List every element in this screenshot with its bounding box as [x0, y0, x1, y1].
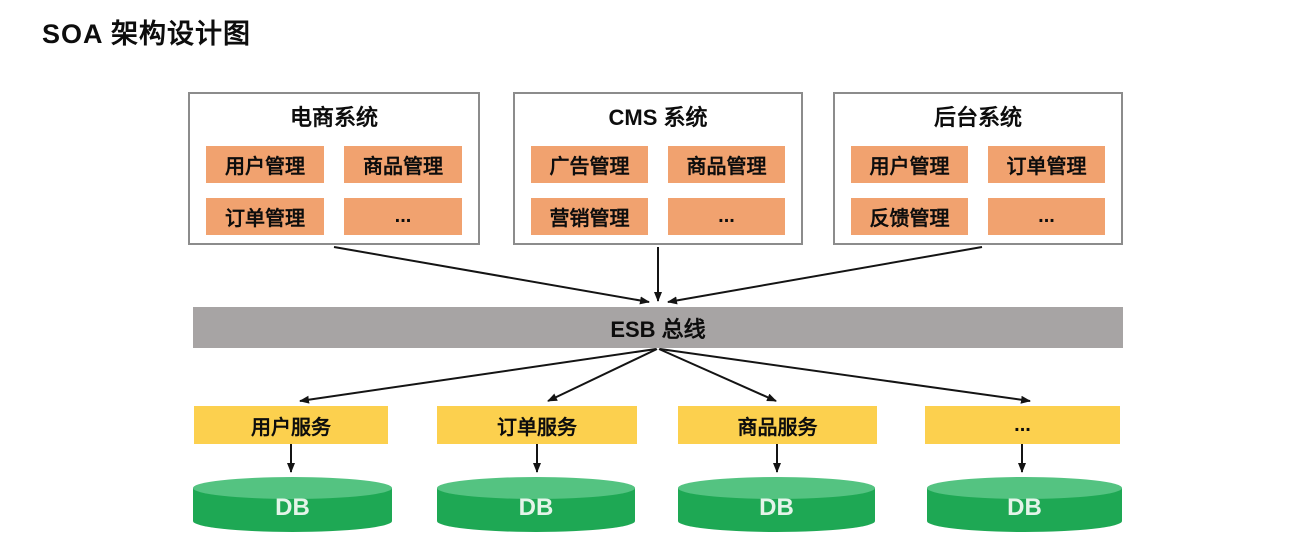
db-cylinder: DB [678, 477, 875, 534]
module-cell: 广告管理 [531, 146, 648, 183]
db-cylinder: DB [927, 477, 1122, 534]
arrow-esb-to-product-service [658, 348, 777, 402]
module-cell: 订单管理 [206, 198, 324, 235]
module-cell: 用户管理 [206, 146, 324, 183]
module-cell: 用户管理 [851, 146, 968, 183]
db-label: DB [275, 494, 310, 521]
module-grid: 用户管理 商品管理 订单管理 ... [206, 146, 462, 235]
system-box-cms: CMS 系统 广告管理 商品管理 营销管理 ... [513, 92, 803, 245]
db-label: DB [1007, 494, 1042, 521]
arrow-backend-to-esb [667, 246, 983, 305]
arrow-esb-to-order-service [547, 348, 658, 402]
module-cell: ... [344, 198, 462, 235]
module-cell: 营销管理 [531, 198, 648, 235]
module-cell: 商品管理 [344, 146, 462, 183]
service-box-more: ... [925, 406, 1120, 444]
service-box-product: 商品服务 [678, 406, 877, 444]
arrow-esb-to-user-service [299, 348, 657, 404]
db-cylinder-top [927, 477, 1122, 499]
db-cylinder: DB [437, 477, 635, 534]
db-cylinder-top [193, 477, 392, 499]
db-cylinder-top [437, 477, 635, 499]
system-title: CMS 系统 [608, 105, 708, 130]
service-box-order: 订单服务 [437, 406, 637, 444]
arrow-ecommerce-to-esb [333, 246, 650, 305]
module-cell: ... [668, 198, 785, 235]
module-grid: 用户管理 订单管理 反馈管理 ... [851, 146, 1105, 235]
db-label: DB [518, 494, 554, 521]
system-box-backend: 后台系统 用户管理 订单管理 反馈管理 ... [833, 92, 1123, 245]
module-cell: 商品管理 [668, 146, 785, 183]
system-title: 电商系统 [289, 105, 378, 130]
arrow-esb-to-more-service [659, 348, 1031, 404]
esb-bus-label: ESB 总线 [610, 316, 706, 342]
esb-bus: ESB 总线 [193, 307, 1123, 348]
module-cell: 反馈管理 [851, 198, 968, 235]
module-grid: 广告管理 商品管理 营销管理 ... [531, 146, 785, 235]
page-title: SOA 架构设计图 [42, 19, 252, 49]
module-cell: 订单管理 [988, 146, 1105, 183]
system-box-ecommerce: 电商系统 用户管理 商品管理 订单管理 ... [188, 92, 480, 245]
db-cylinder: DB [193, 477, 392, 534]
db-cylinder-top [678, 477, 875, 499]
module-cell: ... [988, 198, 1105, 235]
service-box-user: 用户服务 [194, 406, 388, 444]
db-label: DB [759, 494, 794, 521]
system-title: 后台系统 [933, 105, 1022, 130]
